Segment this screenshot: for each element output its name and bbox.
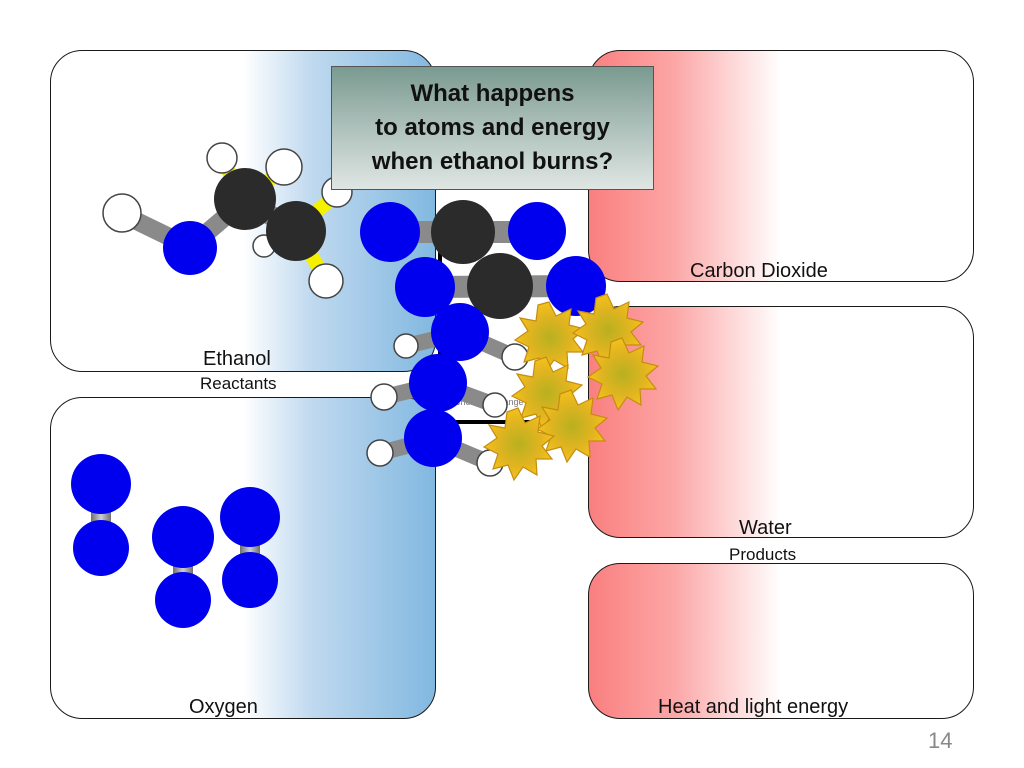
spark-icon [535, 389, 609, 464]
question-line-1: What happens [410, 80, 575, 107]
reactants-label: Reactants [200, 374, 277, 393]
oxygen-label: Oxygen [189, 696, 258, 718]
spark-icon [586, 337, 660, 412]
water-label: Water [739, 517, 792, 539]
ethanol-label: Ethanol [203, 348, 271, 370]
energy-panel [588, 563, 974, 719]
question-line-2: to atoms and energy [375, 114, 610, 141]
carbon-dioxide-molecules [360, 200, 606, 319]
question-line-3: when ethanol burns? [371, 148, 614, 175]
oxygen-molecules [71, 454, 280, 628]
energy-sparks [482, 293, 660, 482]
products-label: Products [729, 545, 797, 564]
carbon-dioxide-label: Carbon Dioxide [690, 260, 828, 282]
slide-number: 14 [928, 728, 953, 753]
ethanol-molecule [102, 142, 353, 299]
heat-and-light-energy-label: Heat and light energy [658, 696, 849, 718]
spark-icon [482, 407, 556, 482]
water-panel [588, 306, 974, 538]
water-molecules [366, 303, 529, 477]
question-box: What happens to atoms and energy when et… [331, 66, 654, 190]
